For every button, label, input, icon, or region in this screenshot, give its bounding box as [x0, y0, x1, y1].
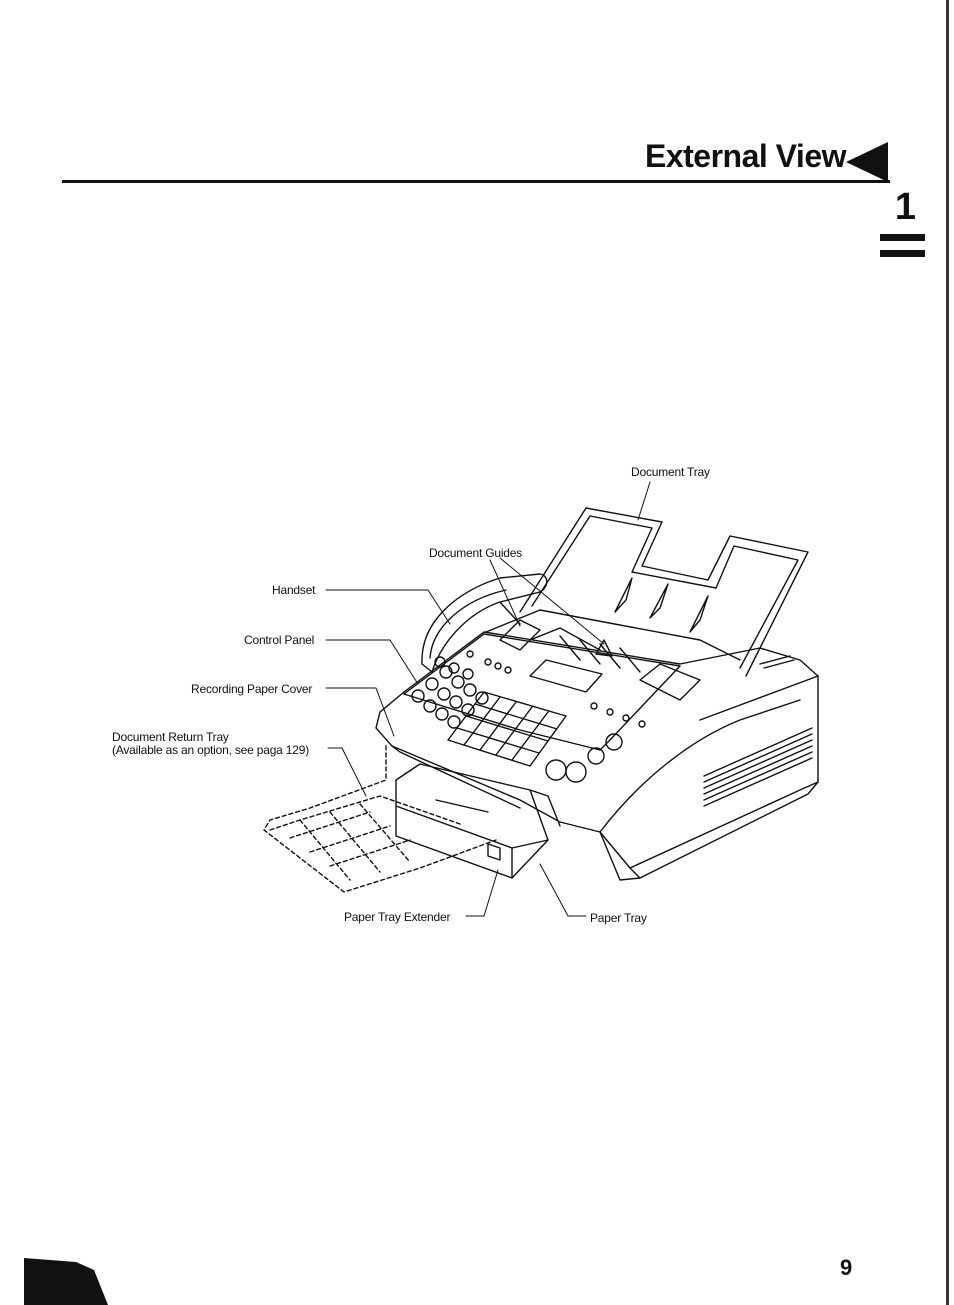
page-title: External View — [644, 138, 847, 174]
document-return-tray-note: (Available as an option, see paga 129) — [112, 743, 309, 757]
paper-tray-drawing — [395, 763, 561, 879]
document-return-tray-label: Document Return Tray — [112, 730, 229, 744]
scan-corner-mark — [24, 1258, 108, 1305]
page-number: 9 — [840, 1255, 853, 1280]
recording-paper-cover-label: Recording Paper Cover — [191, 682, 313, 696]
document-guides-label: Document Guides — [429, 546, 523, 560]
leader-lines — [325, 481, 651, 917]
header-rule — [62, 180, 890, 183]
chapter-bar-bottom — [880, 250, 925, 257]
control-panel-drawing — [403, 633, 681, 783]
chapter-bar-top — [880, 234, 925, 241]
control-panel-label: Control Panel — [244, 633, 315, 647]
chapter-number: 1 — [894, 186, 916, 228]
paper-tray-extender-label: Paper Tray Extender — [344, 910, 451, 924]
document-tray-drawing — [519, 507, 809, 677]
handset-label: Handset — [272, 583, 316, 597]
document-return-tray-drawing — [263, 745, 497, 893]
left-arrow-icon — [846, 142, 888, 182]
document-tray-label: Document Tray — [631, 465, 710, 479]
handset-drawing — [421, 573, 548, 673]
page-edge-line — [946, 0, 949, 1305]
paper-tray-label: Paper Tray — [590, 911, 647, 925]
